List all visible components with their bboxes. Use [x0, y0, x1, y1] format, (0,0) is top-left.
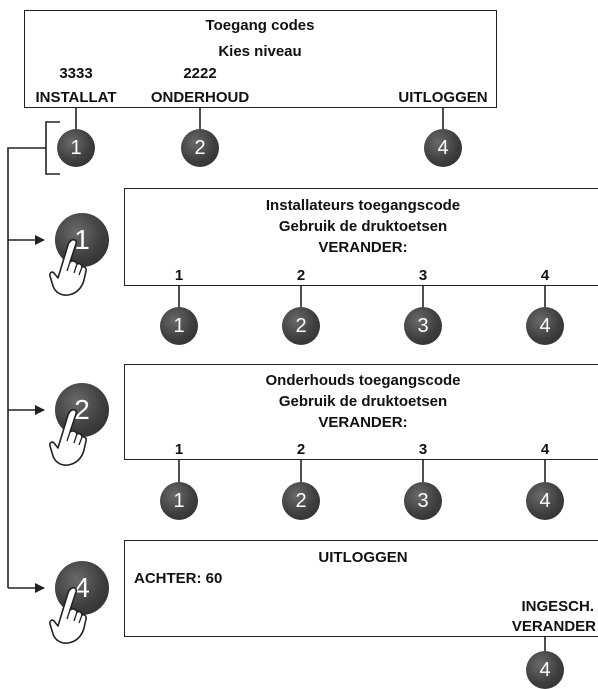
display-title: Toegang codes	[205, 17, 315, 34]
logout-status-label: INGESCH.	[521, 598, 594, 615]
logout-title: UITLOGGEN	[318, 549, 408, 566]
logout-back-timer: ACHTER: 60	[134, 570, 223, 587]
maintenance-change-label: VERANDER:	[318, 414, 408, 431]
pointing-hand-icon	[49, 586, 87, 644]
maintenance-key-2-button[interactable]: 2	[282, 482, 320, 520]
access-codes-display	[24, 10, 497, 108]
maintenance-code: 2222	[183, 65, 217, 82]
maintenance-digit-1: 1	[174, 441, 184, 458]
installer-code-display	[124, 188, 598, 286]
installer-key-2-button[interactable]: 2	[282, 307, 320, 345]
installer-change-label: VERANDER:	[318, 239, 408, 256]
logout-change-label: VERANDER	[511, 618, 596, 635]
installer-key-1-button[interactable]: 1	[160, 307, 198, 345]
installer-key-4-button[interactable]: 4	[526, 307, 564, 345]
logout-key-4-button[interactable]: 4	[526, 651, 564, 689]
installer-instruction: Gebruik de druktoetsen	[278, 218, 448, 235]
maintenance-digit-4: 4	[540, 441, 550, 458]
softkey-label-uitloggen: UITLOGGEN	[398, 89, 488, 106]
installer-digit-2: 2	[296, 267, 306, 284]
softkey-label-onderhoud: ONDERHOUD	[150, 89, 250, 106]
key-4-button[interactable]: 4	[424, 129, 462, 167]
installer-digit-3: 3	[418, 267, 428, 284]
logout-display	[124, 540, 598, 637]
maintenance-key-4-button[interactable]: 4	[526, 482, 564, 520]
display-subtitle: Kies niveau	[218, 43, 302, 60]
key-1-button[interactable]: 1	[57, 129, 95, 167]
maintenance-digit-3: 3	[418, 441, 428, 458]
maintenance-title: Onderhouds toegangscode	[265, 372, 461, 389]
installer-digit-1: 1	[174, 267, 184, 284]
key-2-button[interactable]: 2	[181, 129, 219, 167]
maintenance-key-1-button[interactable]: 1	[160, 482, 198, 520]
maintenance-digit-2: 2	[296, 441, 306, 458]
softkey-label-installat: INSTALLAT	[35, 89, 117, 106]
maintenance-instruction: Gebruik de druktoetsen	[278, 393, 448, 410]
maintenance-key-3-button[interactable]: 3	[404, 482, 442, 520]
installer-code: 3333	[59, 65, 93, 82]
pointing-hand-icon	[49, 238, 87, 296]
installer-key-3-button[interactable]: 3	[404, 307, 442, 345]
installer-title: Installateurs toegangscode	[265, 197, 461, 214]
maintenance-code-display	[124, 364, 598, 460]
installer-digit-4: 4	[540, 267, 550, 284]
pointing-hand-icon	[49, 408, 87, 466]
